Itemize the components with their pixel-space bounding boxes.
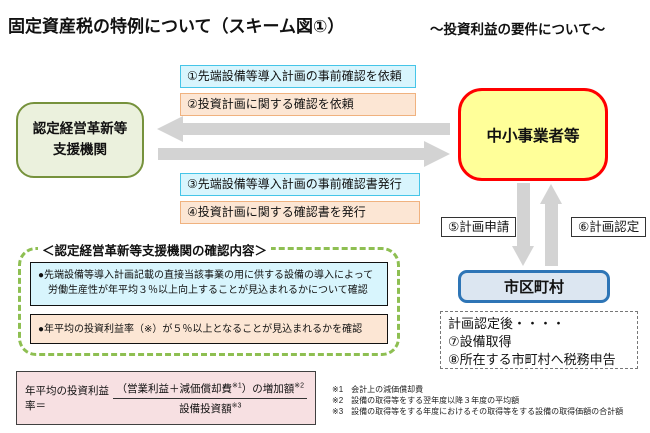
formula-fraction: （営業利益＋減価償却費※1）の増加額※2 設備投資額※3 [113,381,307,416]
page-title: 固定資産税の特例について（スキーム図①） [8,17,345,36]
confirmation-item1-line1: ●先端設備等導入計画記載の直接当該事業の用に供する設備の導入によって [38,270,374,281]
step-2-request-investment-confirm: ②投資計画に関する確認を依頼 [180,93,416,116]
sme-box: 中小事業者等 [458,88,608,181]
confirmation-section-title: ＜認定経営革新等支援機関の確認内容＞ [38,240,272,259]
footnote-1: ※1 会計上の減価償却費 [332,385,424,394]
footnote-ref-1: ※1 [231,382,242,389]
step-4-issue-confirm-doc: ④投資計画に関する確認書を発行 [180,201,420,224]
roi-formula-box: 年平均の投資利益率＝ （営業利益＋減価償却費※1）の増加額※2 設備投資額※3 [16,371,316,425]
after-approval-note: 計画認定後・・・・ ⑦設備取得 ⑧所在する市町村へ税務申告 [440,311,638,369]
after-approval-line1: 計画認定後・・・・ [448,316,566,331]
support-organization-box: 認定経営革新等 支援機関 [16,102,144,178]
formula-lhs: 年平均の投資利益率＝ [25,385,109,412]
sme-label: 中小事業者等 [486,127,580,145]
footnotes: ※1 会計上の減価償却費 ※2 設備の取得等をする翌年度以降３年度の平均額 ※3… [332,384,623,418]
step-1-request-preconfirm: ①先端設備等導入計画の事前確認を依頼 [180,65,416,88]
municipality-box: 市区町村 [458,270,610,303]
after-approval-line3: ⑧所在する市町村へ税務申告 [448,352,616,368]
footnote-ref-3: ※3 [231,402,242,409]
footnote-ref-2: ※2 [294,382,304,389]
formula-numerator: （営業利益＋減価償却費※1）の増加額※2 [113,381,307,399]
footnote-2: ※2 設備の取得等をする翌年度以降３年度の平均額 [332,396,520,406]
confirmation-item2-text: ●年平均の投資利益率（※）が５％以上となることが見込まれるかを確認 [38,323,363,335]
confirmation-item-roi: ●年平均の投資利益率（※）が５％以上となることが見込まれるかを確認 [30,314,388,344]
step-6-plan-approval-label: ⑥計画認定 [571,217,647,237]
step-5-plan-application-label: ⑤計画申請 [441,217,517,237]
footnote-3: ※3 設備の取得等をする年度におけるその取得等をする設備の取得価額の合計額 [332,407,624,417]
confirmation-item-productivity: ●先端設備等導入計画記載の直接当該事業の用に供する設備の導入によって 労働生産性… [30,262,388,306]
formula-denominator: 設備投資額※3 [179,402,242,415]
after-approval-line2: ⑦設備取得 [448,334,512,350]
support-organization-line1: 認定経営革新等 [32,121,128,137]
step-3-issue-preconfirm-doc: ③先端設備等導入計画の事前確認書発行 [180,173,420,196]
municipality-label: 市区町村 [503,279,564,296]
support-organization-line2: 支援機関 [53,142,107,157]
page-subtitle: ～投資利益の要件について～ [430,22,606,37]
confirmation-item1-line2: 労働生産性が年平均３％以上向上することが見込まれるかについて確認 [48,285,368,296]
